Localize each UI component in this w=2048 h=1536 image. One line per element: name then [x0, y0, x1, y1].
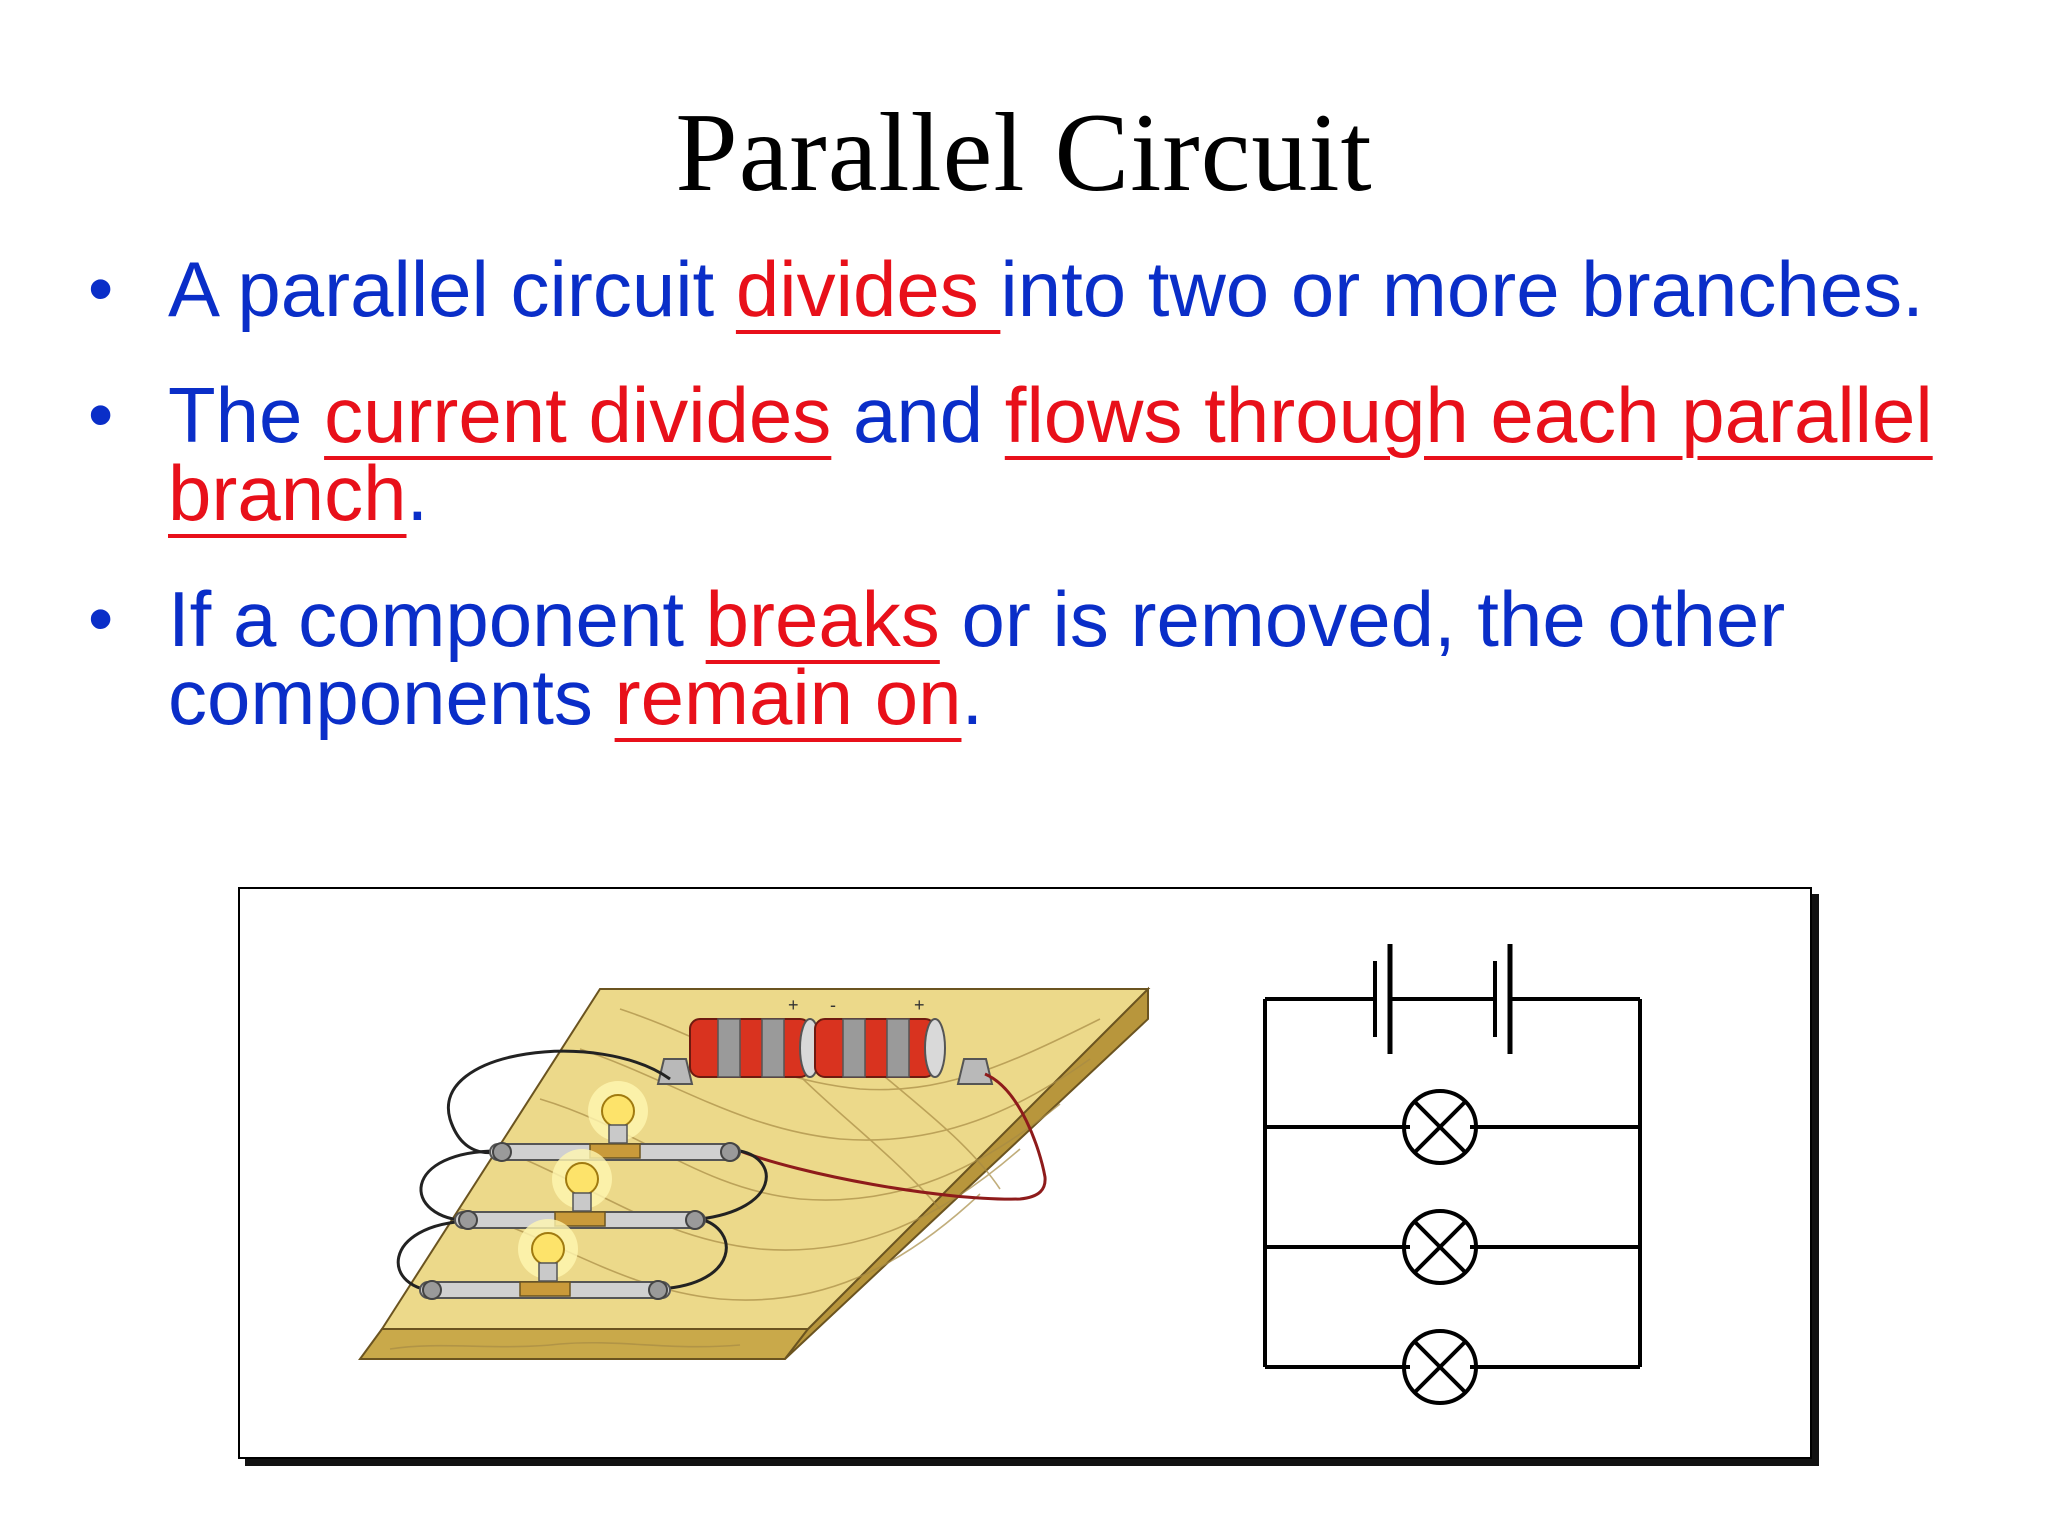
bullet-item: • A parallel circuit divides into two or… — [88, 250, 2008, 328]
polarity-mark: - — [830, 995, 836, 1015]
board-lamp — [489, 1081, 741, 1162]
board-lamp — [419, 1219, 671, 1300]
emphasis-segment: breaks — [705, 575, 940, 663]
text-segment: A parallel circuit — [168, 245, 736, 333]
text-segment: The — [168, 371, 325, 459]
polarity-mark: + — [914, 995, 925, 1015]
emphasis-segment: remain on — [614, 653, 962, 741]
bullet-dot-icon: • — [88, 249, 114, 329]
circuit-board-illustration: + - + — [358, 986, 1151, 1360]
bullet-item: • The current divides and flows through … — [88, 376, 2008, 532]
circuit-figure: + - + — [238, 887, 1812, 1459]
lamp-symbol-icon — [1402, 1329, 1478, 1405]
battery-bracket-left — [656, 1058, 694, 1085]
battery-bracket-right — [956, 1058, 994, 1085]
lamp-symbol-icon — [1402, 1089, 1478, 1165]
lamp-symbol-icon — [1402, 1209, 1478, 1285]
text-segment: into two or more branches. — [1000, 245, 1924, 333]
text-segment: . — [406, 449, 429, 537]
circuit-figure-svg: + - + — [358, 944, 1642, 1405]
text-segment: If a component — [168, 575, 706, 663]
bullet-list: • A parallel circuit divides into two or… — [88, 250, 2008, 784]
text-segment: . — [961, 653, 984, 741]
board-lamp — [454, 1149, 706, 1230]
circuit-schematic — [1263, 944, 1642, 1405]
emphasis-segment: divides — [735, 245, 1001, 333]
text-segment: and — [831, 371, 1005, 459]
polarity-mark: + — [788, 995, 799, 1015]
bullet-item: • If a component breaks or is removed, t… — [88, 580, 2008, 736]
board-front-edge — [358, 1328, 811, 1360]
board-wires — [396, 1049, 1047, 1293]
bullet-dot-icon: • — [88, 375, 114, 455]
battery-cell-icon — [814, 1018, 946, 1078]
emphasis-segment: flows through each parallel branch — [168, 371, 1933, 537]
emphasis-segment: current divides — [324, 371, 832, 459]
bullet-dot-icon: • — [88, 579, 114, 659]
text-segment: or is removed, the other components — [168, 575, 1786, 741]
slide-title: Parallel Circuit — [675, 91, 1373, 215]
battery-cell-icon — [689, 1018, 821, 1078]
